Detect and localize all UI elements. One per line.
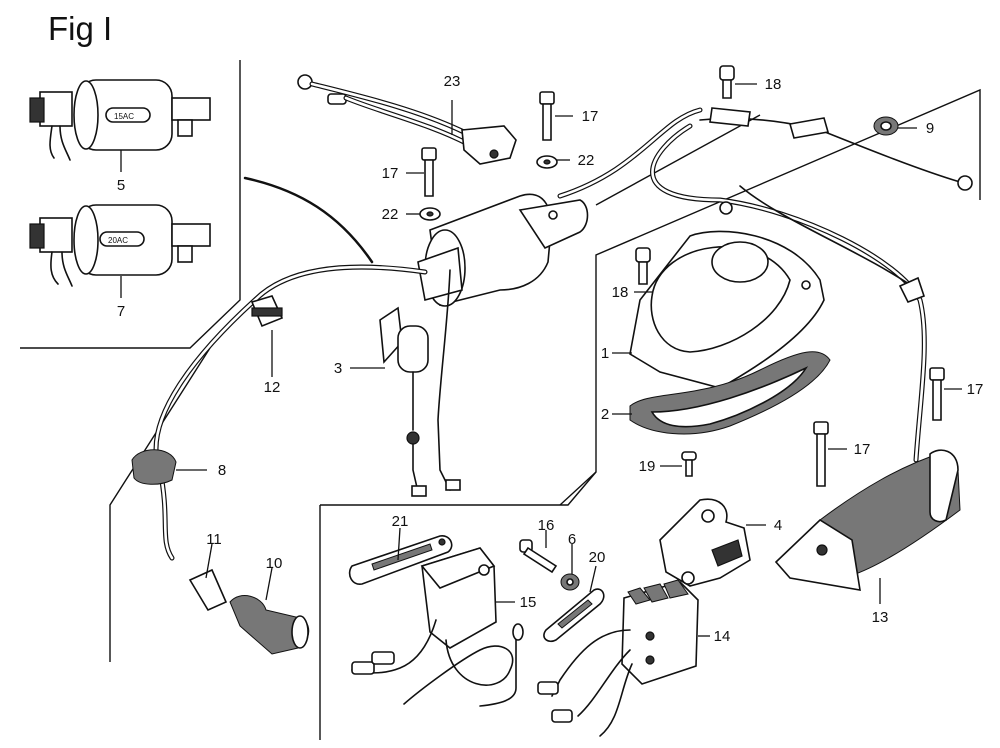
spark-plug-cap-10 [229, 595, 310, 655]
ignition-unit-15 [351, 547, 524, 707]
callout-5: 6 [568, 531, 576, 548]
callout-17-right-b: 17 [854, 441, 871, 458]
bolt-18-top [719, 65, 735, 99]
callout-17-left: 17 [382, 165, 399, 182]
screw-19 [681, 451, 697, 477]
callout-19: 19 [639, 458, 656, 475]
callout-4: 4 [774, 517, 782, 534]
callout-22-top: 22 [578, 152, 595, 169]
callout-10: 10 [266, 555, 283, 572]
coil-7-rating: 20AC [108, 236, 128, 245]
callout-16: 16 [538, 517, 555, 534]
bolt-17-right-b [813, 421, 829, 487]
callout-15: 15 [520, 594, 537, 611]
bolt-17-right-a [929, 367, 945, 421]
callout-21: 21 [392, 513, 409, 530]
ground-wire-9 [699, 107, 973, 191]
main-ignition-coil [417, 193, 589, 307]
lead-clip-13 [898, 276, 926, 304]
callout-9: 9 [926, 120, 934, 137]
frame-left [109, 347, 211, 662]
callout-22-left: 22 [382, 206, 399, 223]
cover-1 [629, 230, 825, 389]
callout-18-right: 18 [612, 284, 629, 301]
ignition-coil-7: 20AC [29, 204, 211, 287]
boot-11 [188, 568, 228, 612]
callout-13: 13 [872, 609, 889, 626]
condenser-3 [379, 269, 461, 497]
callout-numbers: 5 7 23 17 17 22 22 18 9 18 1 2 19 17 17 … [117, 73, 984, 645]
callout-3: 3 [334, 360, 342, 377]
callout-7: 7 [117, 303, 125, 320]
nut-5 [560, 573, 580, 591]
grommet-8 [131, 449, 177, 485]
plate-21 [348, 535, 453, 585]
callout-17-top: 17 [582, 108, 599, 125]
callout-2: 2 [601, 406, 609, 423]
inset-frame-coils [20, 60, 241, 349]
frame-right [559, 88, 981, 506]
callout-18-top: 18 [765, 76, 782, 93]
exciter-coil-13 [774, 449, 961, 591]
callout-17-right-a: 17 [967, 381, 984, 398]
plate-20 [543, 588, 605, 643]
callout-20: 20 [589, 549, 606, 566]
high-tension-cord [153, 264, 428, 561]
callout-23: 23 [444, 73, 461, 90]
cord-clamp-12 [250, 295, 284, 328]
pulser-4 [659, 498, 751, 587]
lead-top-13 [739, 185, 919, 291]
bolt-16 [519, 539, 558, 574]
callout-11: 11 [206, 531, 222, 548]
frame-right-top [595, 114, 761, 206]
callout-14: 14 [714, 628, 731, 645]
frame-lower-top [320, 471, 597, 506]
bolt-17-left [419, 147, 441, 221]
terminal-ring [719, 201, 733, 215]
callout-6: 5 [117, 177, 125, 194]
ignition-coil-6: 15AC [29, 79, 211, 161]
leader-lines [120, 83, 962, 637]
gasket-2 [629, 351, 831, 435]
section-frames [20, 60, 981, 740]
bolt-18-right [635, 247, 651, 285]
tank-outline [243, 176, 374, 264]
lead-wire-23 [297, 74, 517, 165]
callout-1: 1 [601, 345, 609, 362]
regulator-14 [537, 579, 699, 737]
bolt-17-top [536, 91, 558, 169]
coil-6-rating: 15AC [114, 112, 134, 121]
figure-title: Fig I [48, 10, 113, 47]
callout-8: 8 [218, 462, 226, 479]
callout-12: 12 [264, 379, 281, 396]
